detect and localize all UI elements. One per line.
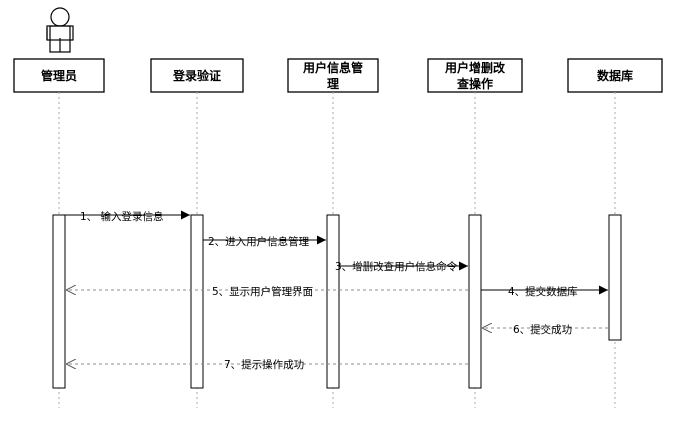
activation-crud	[468, 214, 482, 389]
message-3-label: 3、增删改查用户信息命令	[335, 260, 458, 273]
participant-label: 用户信息管	[302, 60, 363, 75]
participant-usermgmt: 用户信息管 理	[287, 58, 379, 93]
message-7-label: 7、提示操作成功	[224, 358, 304, 371]
message-2-label: 2、进入用户信息管理	[208, 235, 310, 248]
activation-admin	[52, 214, 66, 389]
message-6-label: 6、提交成功	[513, 323, 572, 336]
participant-db: 数据库	[567, 58, 663, 93]
participant-label: 登录验证	[172, 68, 221, 83]
participant-label: 用户增删改	[444, 60, 506, 75]
participant-label: 管理员	[41, 68, 77, 83]
activation-usermgmt	[326, 214, 340, 389]
message-4-label: 4、提交数据库	[508, 285, 578, 298]
participant-label: 理	[327, 77, 339, 91]
message-1-label: 1、 输入登录信息	[80, 210, 164, 223]
activation-login	[190, 214, 204, 389]
message-5-label: 5、显示用户管理界面	[212, 285, 313, 298]
activation-db	[608, 214, 622, 341]
stick-figure-icon	[46, 7, 74, 53]
participant-admin: 管理员	[13, 58, 105, 93]
participant-login: 登录验证	[150, 58, 244, 93]
participant-label: 查操作	[456, 76, 493, 91]
participant-label: 数据库	[597, 68, 633, 83]
participant-crud: 用户增删改 查操作	[427, 58, 523, 93]
